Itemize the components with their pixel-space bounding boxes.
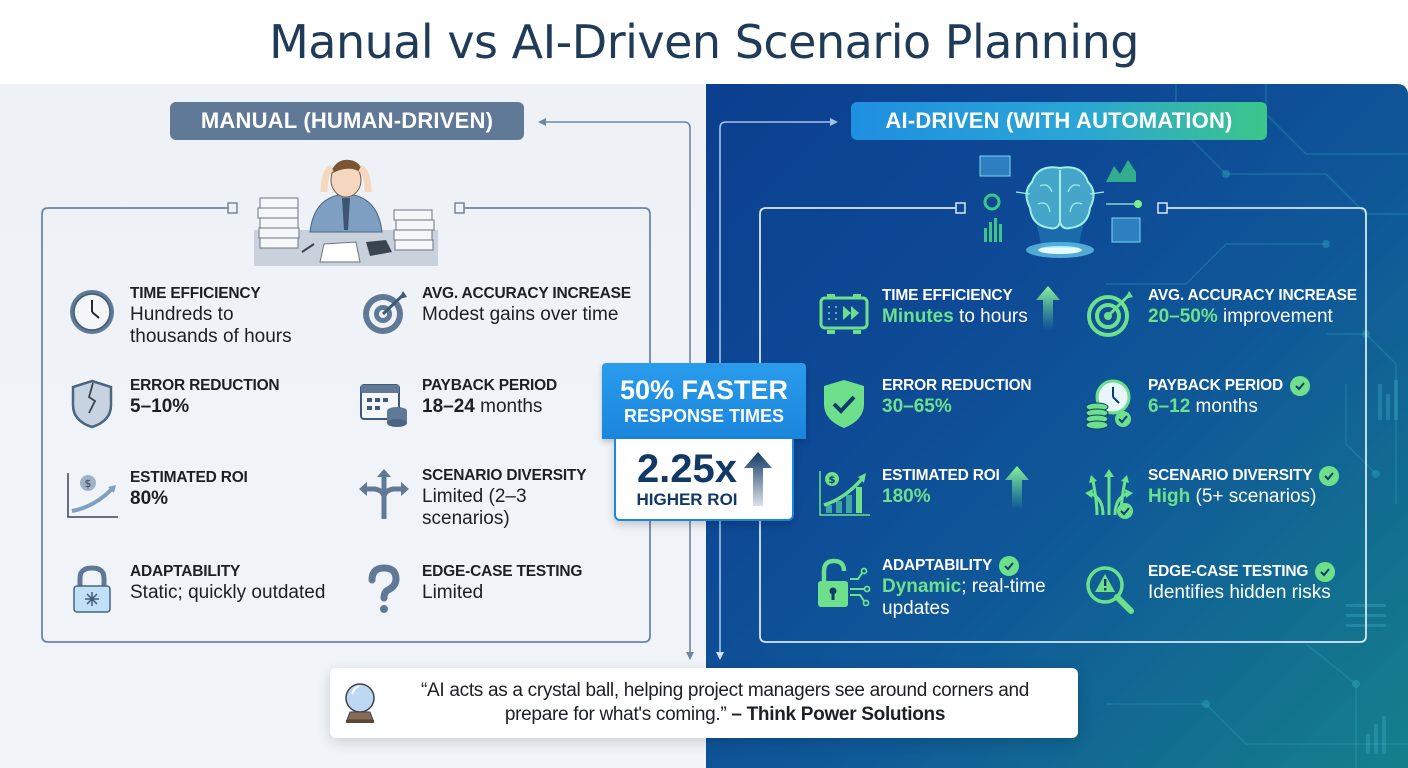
metric-label: SCENARIO DIVERSITY: [1148, 467, 1313, 484]
manual-metric-estimated-roi: $ ESTIMATED ROI 80%: [64, 468, 324, 524]
up-arrow-icon: [1005, 466, 1029, 510]
check-icon: [1290, 376, 1311, 396]
check-icon: [1315, 562, 1336, 582]
metric-value-highlight: 30–65%: [882, 396, 952, 417]
metric-value-highlight: High: [1148, 486, 1191, 507]
up-arrow-icon: [1036, 286, 1060, 330]
fast-forward-clock-icon: [816, 286, 872, 342]
frozen-lock-icon: [64, 562, 120, 618]
ai-metric-estimated-roi: $ ESTIMATED ROI 180%: [816, 466, 1016, 522]
svg-text:$: $: [85, 477, 92, 490]
check-icon: [999, 556, 1020, 576]
metric-label: EDGE-CASE TESTING: [1148, 563, 1309, 580]
metric-value-rest: months: [474, 396, 543, 417]
question-mark-icon: [356, 562, 412, 618]
metric-label: SCENARIO DIVERSITY: [422, 467, 587, 484]
roi-multiplier-label: HIGHER ROI: [636, 490, 738, 509]
quote-text: “AI acts as a crystal ball, helping proj…: [390, 679, 1078, 727]
badge-headline: 50% FASTER: [619, 375, 789, 405]
metric-label: EDGE-CASE TESTING: [422, 563, 583, 580]
metric-value: Identifies hidden risks: [1148, 582, 1331, 603]
manual-metric-error-reduction: ERROR REDUCTION 5–10%: [64, 376, 324, 432]
quote-body: “AI acts as a crystal ball, helping proj…: [421, 680, 1029, 725]
ai-metric-error-reduction: ERROR REDUCTION 30–65%: [816, 376, 1056, 432]
target-icon: [356, 284, 412, 340]
up-arrow-icon: [743, 452, 772, 506]
manual-metric-accuracy: AVG. ACCURACY INCREASE Modest gains over…: [356, 284, 646, 340]
manual-heading: MANUAL (HUMAN-DRIVEN): [170, 102, 524, 140]
roi-multiplier-value: 2.25x: [636, 447, 738, 491]
metric-value-highlight: Minutes: [882, 306, 954, 327]
metric-value-highlight: 180%: [882, 486, 931, 507]
ai-metric-payback-period: PAYBACK PERIOD 6–12 months: [1082, 376, 1362, 432]
metric-value: Modest gains over time: [422, 304, 619, 325]
metric-label: TIME EFFICIENCY: [130, 285, 261, 302]
svg-text:$: $: [829, 475, 836, 486]
magnifier-warning-icon: [1082, 562, 1138, 618]
metric-value-highlight: 20–50%: [1148, 306, 1218, 327]
manual-metric-payback-period: PAYBACK PERIOD 18–24 months: [356, 376, 646, 432]
metric-label: AVG. ACCURACY INCREASE: [422, 285, 631, 302]
stressed-person-illustration: [254, 159, 438, 266]
metric-value-rest: to hours: [953, 306, 1028, 327]
metric-value-highlight: 6–12: [1148, 396, 1191, 417]
ai-heading: AI-DRIVEN (WITH AUTOMATION): [851, 102, 1267, 140]
calendar-coins-icon: [356, 376, 412, 432]
roi-multiplier-card: 2.25x HIGHER ROI: [614, 439, 794, 521]
manual-metric-time-efficiency: TIME EFFICIENCY Hundreds to thousands of…: [64, 284, 324, 348]
ai-metric-adaptability: ADAPTABILITY Dynamic; real-time updates: [816, 556, 1066, 620]
metric-value: 5–10%: [130, 396, 190, 417]
metric-value: Limited: [422, 582, 484, 603]
open-lock-circuit-icon: [816, 556, 872, 612]
roi-chart-icon: $: [64, 468, 120, 524]
metric-value: Hundreds to thousands of hours: [130, 304, 292, 347]
metric-value-bold: 18–24: [422, 396, 475, 417]
metric-value-rest: months: [1190, 396, 1258, 417]
metric-value-rest: ; real-time updates: [882, 576, 1046, 619]
metric-value-rest: improvement: [1217, 306, 1333, 327]
ai-brain-illustration: [979, 155, 1142, 258]
metric-value: Limited (2–3 scenarios): [422, 486, 527, 529]
crystal-ball-icon: [330, 680, 390, 726]
clock-coins-icon: [1082, 376, 1138, 432]
page-title: Manual vs AI-Driven Scenario Planning: [269, 15, 1139, 69]
quote-card: “AI acts as a crystal ball, helping proj…: [330, 668, 1078, 738]
split-arrows-icon: [356, 466, 412, 522]
metric-label: ESTIMATED ROI: [882, 467, 1000, 484]
response-times-banner: 50% FASTER RESPONSE TIMES: [602, 363, 806, 439]
check-icon: [1319, 466, 1340, 486]
metric-label: TIME EFFICIENCY: [882, 287, 1013, 304]
metric-label: PAYBACK PERIOD: [422, 377, 558, 394]
metric-value-rest: (5+ scenarios): [1190, 486, 1317, 507]
quote-attribution: – Think Power Solutions: [731, 704, 946, 725]
manual-metric-scenario-diversity: SCENARIO DIVERSITY Limited (2–3 scenario…: [356, 466, 596, 530]
manual-metric-edge-case-testing: EDGE-CASE TESTING Limited: [356, 562, 616, 618]
ai-metric-scenario-diversity: SCENARIO DIVERSITY High (5+ scenarios): [1082, 466, 1362, 522]
multi-arrows-icon: [1082, 466, 1138, 522]
target-icon: [1082, 286, 1138, 342]
metric-value: 80%: [130, 488, 169, 509]
check-shield-icon: [816, 376, 872, 432]
roi-growth-icon: $: [816, 466, 872, 522]
ai-metric-time-efficiency: TIME EFFICIENCY Minutes to hours: [816, 286, 1076, 342]
ai-metric-edge-case-testing: EDGE-CASE TESTING Identifies hidden risk…: [1082, 562, 1362, 618]
ai-metric-accuracy: AVG. ACCURACY INCREASE 20–50% improvemen…: [1082, 286, 1362, 342]
metric-label: PAYBACK PERIOD: [1148, 377, 1284, 394]
manual-metric-adaptability: ADAPTABILITY Static; quickly outdated: [64, 562, 354, 618]
metric-label: ESTIMATED ROI: [130, 469, 248, 486]
badge-subheadline: RESPONSE TIMES: [623, 406, 785, 426]
metric-label: ERROR REDUCTION: [882, 377, 1032, 394]
comparison-badge: 50% FASTER RESPONSE TIMES 2.25x HIGHER R…: [602, 363, 806, 521]
metric-value: Static; quickly outdated: [130, 582, 326, 603]
metric-label: AVG. ACCURACY INCREASE: [1148, 287, 1357, 304]
clock-icon: [64, 284, 120, 340]
metric-label: ADAPTABILITY: [882, 557, 993, 574]
cracked-shield-icon: [64, 376, 120, 432]
metric-value-highlight: Dynamic: [882, 576, 962, 597]
metric-label: ADAPTABILITY: [130, 563, 241, 580]
metric-label: ERROR REDUCTION: [130, 377, 280, 394]
